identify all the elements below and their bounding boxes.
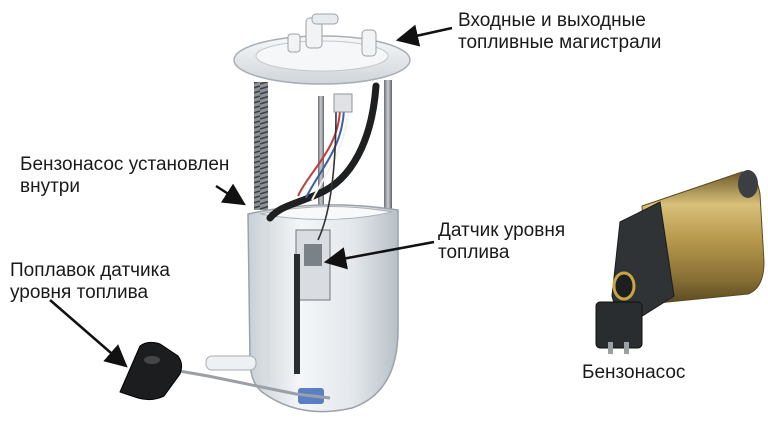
float-highlight xyxy=(144,356,160,364)
leader-arrows xyxy=(49,24,453,368)
black-hose xyxy=(266,82,380,222)
center-rod xyxy=(318,96,324,206)
pump-module xyxy=(119,13,411,413)
label-pump-line1: Бензонасос xyxy=(582,362,686,383)
label-inlet-outlet-line2: топливные магистрали xyxy=(458,32,662,53)
label-inlet-outlet: Входные и выходные топливные магистрали xyxy=(458,10,661,54)
label-float: Поплавок датчика уровня топлива xyxy=(10,260,170,304)
housing-rib xyxy=(262,222,270,382)
label-level-sensor-line1: Датчик уровня xyxy=(438,220,566,241)
label-inlet-outlet-line1: Входные и выходные xyxy=(458,10,646,31)
float-arm xyxy=(161,366,331,400)
inlet-nipple xyxy=(361,29,377,57)
standalone-pump xyxy=(595,170,765,354)
left-spring xyxy=(254,82,268,210)
arrow-pump-inside xyxy=(215,183,246,206)
label-level-sensor-line2: топлива xyxy=(438,242,510,263)
sensor-chip xyxy=(304,244,322,266)
label-float-line2: уровня топлива xyxy=(10,282,149,303)
side-pipe xyxy=(205,355,257,371)
arrow-float xyxy=(49,299,128,368)
arrow-level-sensor xyxy=(323,240,435,270)
right-rod xyxy=(384,80,392,220)
label-level-sensor: Датчик уровня топлива xyxy=(438,220,565,264)
wire-grommet xyxy=(333,93,353,113)
reservoir-rim xyxy=(259,206,393,220)
wire-black-thin xyxy=(317,109,337,241)
pump-connector xyxy=(595,301,643,349)
wire-blue xyxy=(305,109,345,199)
arrow-inlet-outlet xyxy=(395,24,453,47)
pump-outlet xyxy=(612,271,636,301)
pump-end-cap xyxy=(738,170,758,198)
sensor-strip xyxy=(294,254,300,374)
pump-pin-2 xyxy=(624,342,629,354)
pump-pin-1 xyxy=(608,342,613,354)
outlet-tip xyxy=(311,13,339,25)
label-pump-inside-line1: Бензонасос установлен xyxy=(20,154,230,175)
label-float-line1: Поплавок датчика xyxy=(10,260,170,281)
label-pump-inside: Бензонасос установлен внутри xyxy=(20,154,229,198)
float xyxy=(119,341,183,401)
label-pump: Бензонасос xyxy=(582,362,685,384)
label-pump-inside-line2: внутри xyxy=(20,176,80,197)
wire-red xyxy=(297,109,341,197)
return-nipple xyxy=(287,33,301,53)
